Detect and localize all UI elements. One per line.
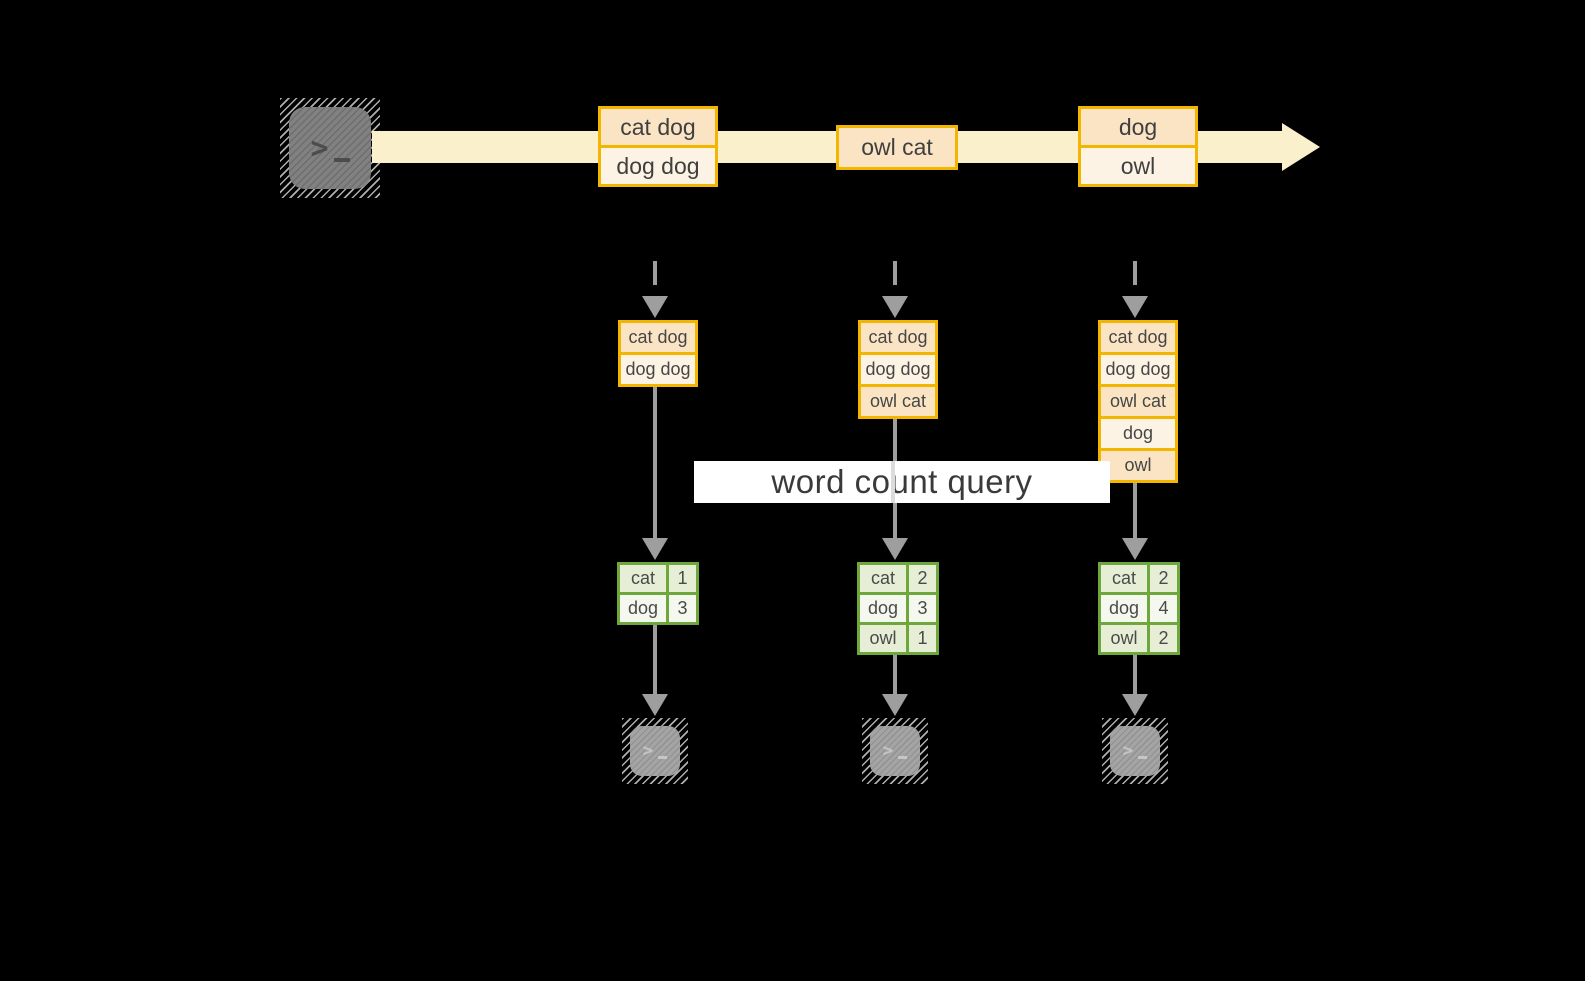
result-count: 1 — [917, 628, 928, 648]
stream-event-batch-2: owl cat — [836, 125, 958, 170]
terminal-source-body: > — [289, 107, 371, 189]
result-word: owl — [1101, 625, 1150, 652]
prompt-underscore-icon — [1138, 756, 1148, 759]
result-word: dog — [620, 595, 669, 622]
stream-event-row: dog — [1081, 109, 1195, 145]
sink-arrow-line — [893, 655, 897, 695]
prompt-chevron-icon: > — [882, 741, 894, 761]
dashed-arrow-head-icon — [1122, 296, 1148, 318]
input-row: owl cat — [861, 384, 935, 416]
terminal-sink-body: > — [1110, 726, 1160, 776]
sink-arrow-line — [1133, 655, 1137, 695]
input-row: owl — [1101, 448, 1175, 480]
terminal-sink-body: > — [630, 726, 680, 776]
dashed-arrow-segment — [893, 261, 897, 285]
result-count: 3 — [917, 598, 928, 618]
result-count: 1 — [677, 568, 688, 588]
terminal-sink-icon: > — [622, 718, 688, 784]
result-row: dog 3 — [620, 592, 696, 622]
query-arrow-head-icon — [642, 538, 668, 560]
dashed-arrow-segment — [1133, 261, 1137, 285]
input-table-3: cat dog dog dog owl cat dog owl — [1098, 320, 1178, 483]
result-word: owl — [860, 625, 909, 652]
query-arrow-overlay — [891, 461, 895, 503]
sink-arrow-line — [653, 625, 657, 695]
sink-arrow-head-icon — [882, 694, 908, 716]
result-row: owl 2 — [1101, 622, 1177, 652]
result-count: 2 — [1158, 628, 1169, 648]
dashed-arrow-head-icon — [642, 296, 668, 318]
result-count: 2 — [917, 568, 928, 588]
input-row: dog dog — [861, 352, 935, 384]
input-row: owl cat — [1101, 384, 1175, 416]
stream-event-row: dog dog — [601, 145, 715, 184]
query-banner: word count query — [694, 461, 1110, 503]
stream-event-batch-3: dog owl — [1078, 106, 1198, 187]
terminal-sink-icon: > — [1102, 718, 1168, 784]
input-row: dog — [1101, 416, 1175, 448]
input-row: dog dog — [1101, 352, 1175, 384]
prompt-chevron-icon: > — [642, 741, 654, 761]
stream-event-row: owl cat — [839, 128, 955, 167]
result-word: cat — [620, 565, 669, 592]
terminal-source-icon: > — [280, 98, 380, 198]
result-table-2: cat 2 dog 3 owl 1 — [857, 562, 939, 655]
terminal-sink-icon: > — [862, 718, 928, 784]
result-row: cat 1 — [620, 565, 696, 592]
query-arrow-head-icon — [1122, 538, 1148, 560]
prompt-underscore-icon — [333, 158, 350, 162]
query-arrow-head-icon — [882, 538, 908, 560]
prompt-chevron-icon: > — [310, 130, 329, 166]
input-row: cat dog — [1101, 323, 1175, 352]
result-table-3: cat 2 dog 4 owl 2 — [1098, 562, 1180, 655]
result-row: cat 2 — [860, 565, 936, 592]
result-count: 4 — [1158, 598, 1169, 618]
query-banner-label: word count query — [771, 463, 1033, 500]
result-table-1: cat 1 dog 3 — [617, 562, 699, 625]
query-arrow-line — [1133, 483, 1137, 539]
result-row: cat 2 — [1101, 565, 1177, 592]
result-word: dog — [860, 595, 909, 622]
input-table-2: cat dog dog dog owl cat — [858, 320, 938, 419]
query-arrow-line — [653, 387, 657, 539]
prompt-underscore-icon — [898, 756, 908, 759]
terminal-sink-body: > — [870, 726, 920, 776]
sink-arrow-head-icon — [642, 694, 668, 716]
result-count: 2 — [1158, 568, 1169, 588]
stream-event-row: owl — [1081, 145, 1195, 184]
stream-event-batch-1: cat dog dog dog — [598, 106, 718, 187]
input-table-1: cat dog dog dog — [618, 320, 698, 387]
prompt-chevron-icon: > — [1122, 741, 1134, 761]
input-row: dog dog — [621, 352, 695, 384]
stream-event-row: cat dog — [601, 109, 715, 145]
result-word: cat — [1101, 565, 1150, 592]
stream-arrow-head-icon — [1282, 123, 1320, 171]
result-count: 3 — [677, 598, 688, 618]
dashed-arrow-segment — [653, 261, 657, 285]
result-word: dog — [1101, 595, 1150, 622]
input-row: cat dog — [621, 323, 695, 352]
result-row: dog 4 — [1101, 592, 1177, 622]
prompt-underscore-icon — [658, 756, 668, 759]
dashed-arrow-head-icon — [882, 296, 908, 318]
result-row: owl 1 — [860, 622, 936, 652]
result-word: cat — [860, 565, 909, 592]
result-row: dog 3 — [860, 592, 936, 622]
sink-arrow-head-icon — [1122, 694, 1148, 716]
input-row: cat dog — [861, 323, 935, 352]
